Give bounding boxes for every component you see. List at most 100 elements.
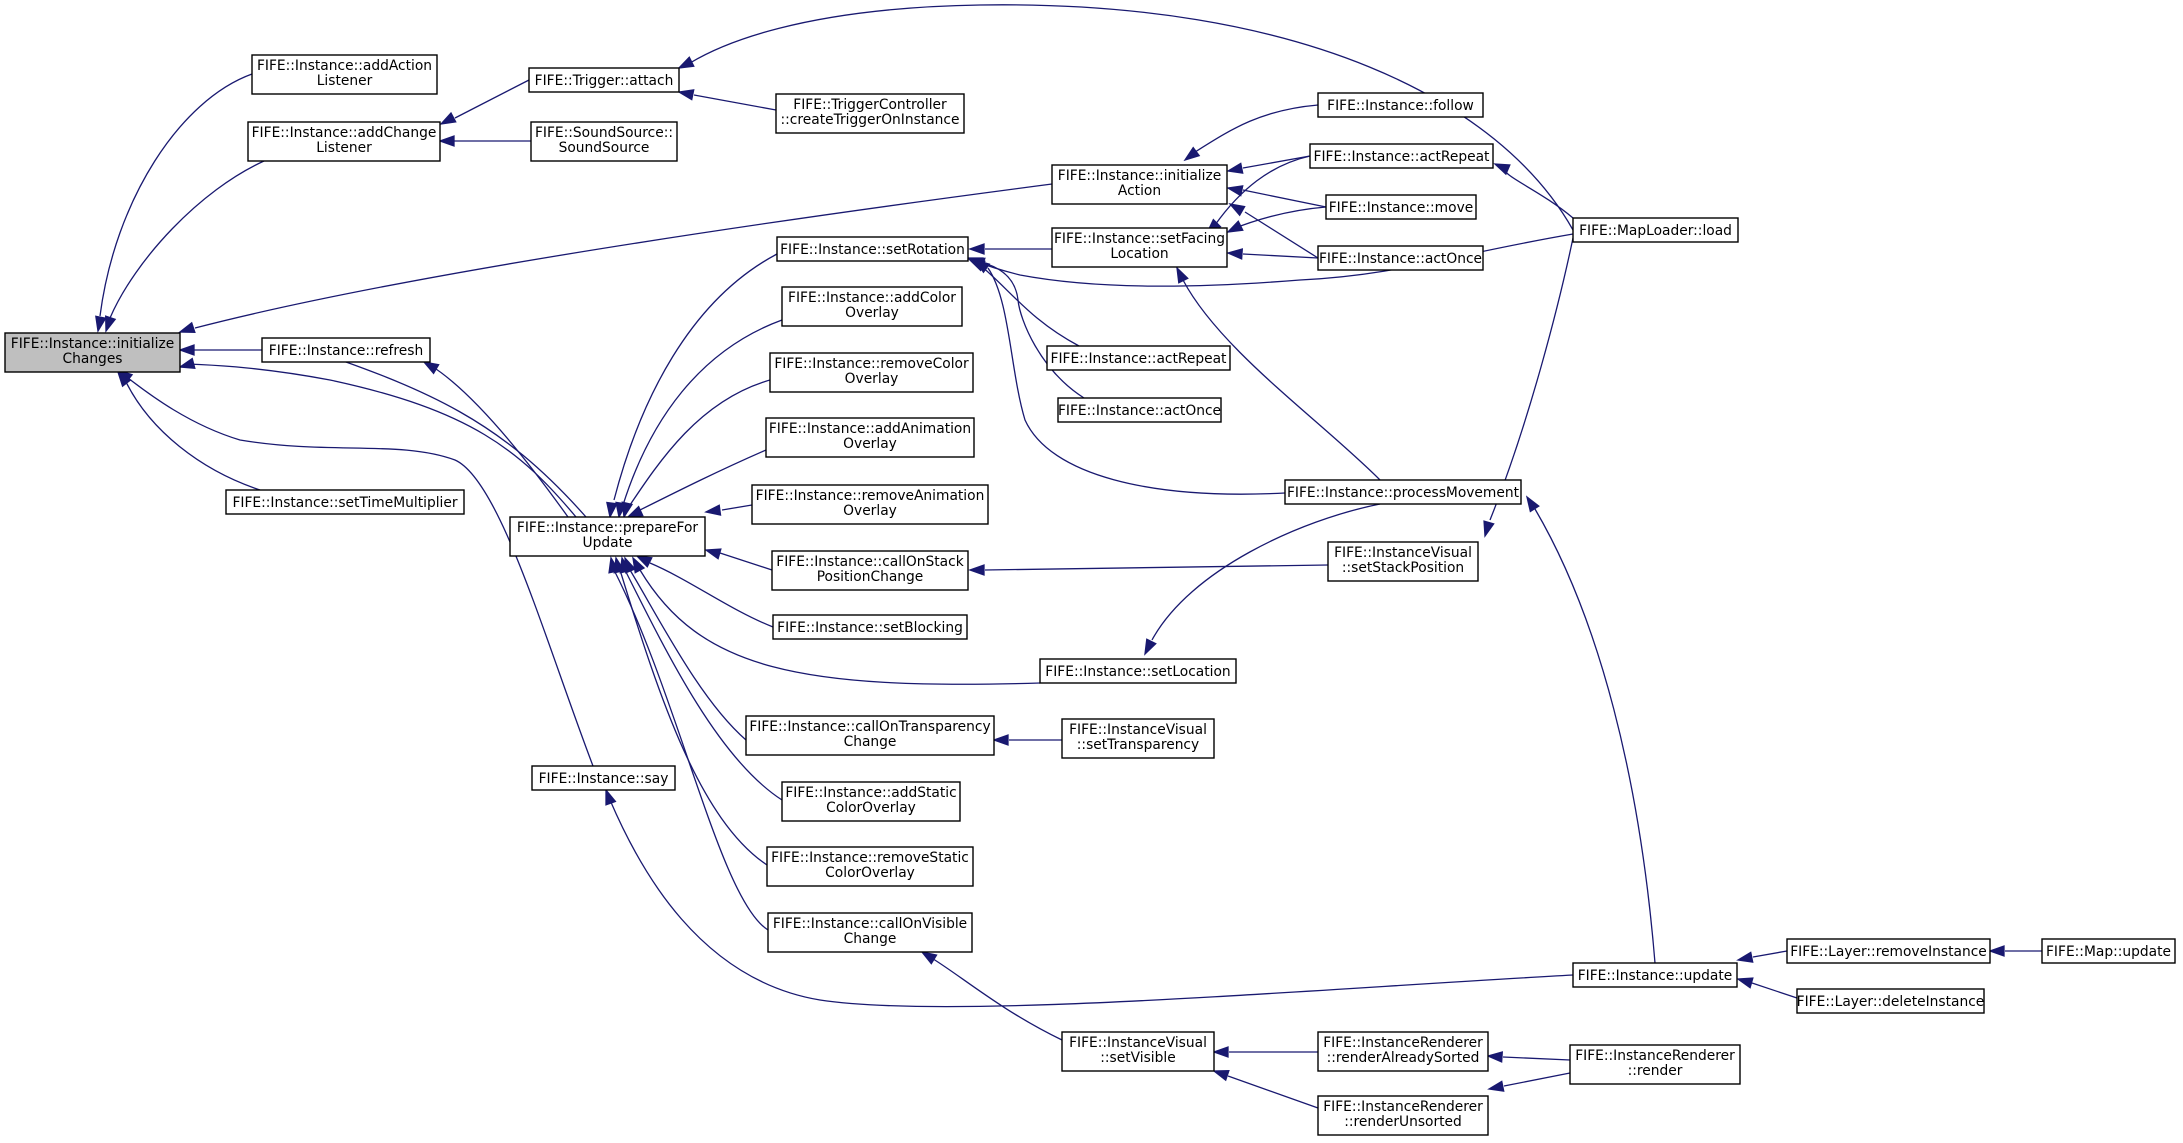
node-map-loader-load[interactable]: FIFE::MapLoader::load bbox=[1572, 217, 1739, 243]
node-label-line: Overlay bbox=[843, 503, 897, 519]
node-instance-update[interactable]: FIFE::Instance::update bbox=[1572, 962, 1738, 988]
node-label-line: ::setStackPosition bbox=[1342, 560, 1464, 576]
node-renderer-render[interactable]: FIFE::InstanceRenderer::render bbox=[1569, 1044, 1741, 1085]
node-set-rotation[interactable]: FIFE::Instance::setRotation bbox=[776, 236, 969, 262]
edge-22 bbox=[624, 569, 783, 801]
node-box bbox=[776, 236, 969, 262]
edge-50 bbox=[1752, 950, 1788, 958]
node-label-line: Listener bbox=[317, 73, 373, 89]
node-label-line: FIFE::Instance::callOnTransparency bbox=[749, 719, 990, 735]
node-layer-remove[interactable]: FIFE::Layer::removeInstance bbox=[1786, 938, 1991, 964]
edge-13 bbox=[613, 253, 778, 501]
node-create-trigger[interactable]: FIFE::TriggerController::createTriggerOn… bbox=[775, 93, 965, 134]
node-label-line: FIFE::Instance::removeAnimation bbox=[756, 488, 985, 504]
node-box bbox=[766, 846, 974, 887]
node-refresh[interactable]: FIFE::Instance::refresh bbox=[261, 337, 431, 363]
node-label-line: FIFE::Trigger::attach bbox=[535, 73, 674, 89]
arrowhead-36 bbox=[1226, 248, 1244, 260]
node-set-time-multiplier[interactable]: FIFE::Instance::setTimeMultiplier bbox=[225, 489, 465, 515]
node-trigger-attach[interactable]: FIFE::Trigger::attach bbox=[528, 67, 680, 93]
edge-25 bbox=[609, 799, 1574, 1008]
edge-38 bbox=[1182, 279, 1381, 481]
arrowhead-38 bbox=[1176, 266, 1189, 284]
node-vis-set-transparency[interactable]: FIFE::InstanceVisual::setTransparency bbox=[1061, 718, 1215, 759]
node-label-line: FIFE::Instance::setTimeMultiplier bbox=[232, 495, 457, 511]
arrowhead-32 bbox=[1226, 162, 1244, 174]
arrowhead-11 bbox=[677, 89, 695, 101]
arrowhead-17 bbox=[704, 504, 722, 516]
node-move[interactable]: FIFE::Instance::move bbox=[1325, 194, 1477, 220]
arrowhead-49 bbox=[1525, 495, 1540, 513]
arrowhead-1 bbox=[105, 315, 117, 333]
edge-4 bbox=[189, 363, 577, 518]
node-set-blocking[interactable]: FIFE::Instance::setBlocking bbox=[772, 614, 968, 640]
arrowhead-25 bbox=[605, 788, 617, 806]
edge-31 bbox=[1194, 104, 1319, 153]
node-say[interactable]: FIFE::Instance::say bbox=[531, 765, 676, 791]
node-label-line: FIFE::Instance::addStatic bbox=[785, 785, 956, 801]
arrowhead-41 bbox=[1144, 638, 1157, 656]
node-label-line: FIFE::Instance::callOnStack bbox=[776, 554, 963, 570]
arrowhead-13 bbox=[606, 501, 618, 519]
node-label-line: FIFE::Layer::deleteInstance bbox=[1797, 994, 1985, 1010]
node-label-line: Change bbox=[844, 931, 897, 947]
node-layer-delete[interactable]: FIFE::Layer::deleteInstance bbox=[1796, 988, 1985, 1014]
node-act-repeat-mid[interactable]: FIFE::Instance::actRepeat bbox=[1046, 345, 1231, 371]
edge-11 bbox=[693, 94, 777, 111]
edges-layer bbox=[95, 4, 2042, 1109]
node-box bbox=[1284, 479, 1522, 505]
edge-23 bbox=[619, 569, 768, 866]
node-render-already-sorted[interactable]: FIFE::InstanceRenderer::renderAlreadySor… bbox=[1317, 1031, 1489, 1072]
node-set-location[interactable]: FIFE::Instance::setLocation bbox=[1039, 658, 1237, 684]
node-label-line: FIFE::Map::update bbox=[2046, 944, 2171, 960]
node-label-line: Overlay bbox=[843, 436, 897, 452]
node-box bbox=[1796, 988, 1985, 1014]
node-label-line: FIFE::InstanceRenderer bbox=[1575, 1048, 1735, 1064]
node-label-line: ::renderUnsorted bbox=[1344, 1114, 1462, 1130]
arrowhead-47 bbox=[1487, 1080, 1505, 1092]
node-act-repeat-top[interactable]: FIFE::Instance::actRepeat bbox=[1309, 143, 1494, 169]
node-label-line: FIFE::Instance::processMovement bbox=[1287, 485, 1520, 501]
node-act-once-mid[interactable]: FIFE::Instance::actOnce bbox=[1057, 397, 1222, 423]
node-sound-source[interactable]: FIFE::SoundSource::SoundSource bbox=[530, 121, 678, 162]
node-box bbox=[1061, 718, 1215, 759]
node-box bbox=[1317, 1095, 1489, 1136]
edge-51 bbox=[1751, 982, 1798, 999]
arrowhead-50 bbox=[1736, 951, 1754, 963]
node-label-line: FIFE::Instance::follow bbox=[1327, 98, 1474, 114]
node-map-update[interactable]: FIFE::Map::update bbox=[2041, 938, 2176, 964]
arrowhead-35 bbox=[1226, 220, 1244, 233]
arrowhead-39 bbox=[1483, 520, 1495, 538]
edge-48 bbox=[1504, 167, 1574, 219]
node-render-unsorted[interactable]: FIFE::InstanceRenderer::renderUnsorted bbox=[1317, 1095, 1489, 1136]
node-label-line: FIFE::MapLoader::load bbox=[1579, 223, 1732, 239]
edge-1 bbox=[109, 160, 265, 319]
node-call-on-stack[interactable]: FIFE::Instance::callOnStackPositionChang… bbox=[771, 550, 969, 591]
node-process-movement[interactable]: FIFE::Instance::processMovement bbox=[1284, 479, 1522, 505]
node-box bbox=[1057, 397, 1222, 423]
node-vis-set-visible[interactable]: FIFE::InstanceVisual::setVisible bbox=[1061, 1031, 1215, 1072]
node-box bbox=[781, 781, 961, 822]
arrowhead-43 bbox=[920, 950, 938, 965]
arrowhead-9 bbox=[439, 111, 457, 125]
node-label-line: FIFE::Instance::update bbox=[1578, 968, 1733, 984]
edge-35 bbox=[1229, 206, 1327, 231]
node-act-once-top[interactable]: FIFE::Instance::actOnce bbox=[1317, 245, 1484, 271]
node-vis-set-stack[interactable]: FIFE::InstanceVisual::setStackPosition bbox=[1327, 541, 1479, 582]
node-label-line: FIFE::InstanceRenderer bbox=[1323, 1035, 1483, 1051]
node-follow[interactable]: FIFE::Instance::follow bbox=[1317, 92, 1484, 118]
